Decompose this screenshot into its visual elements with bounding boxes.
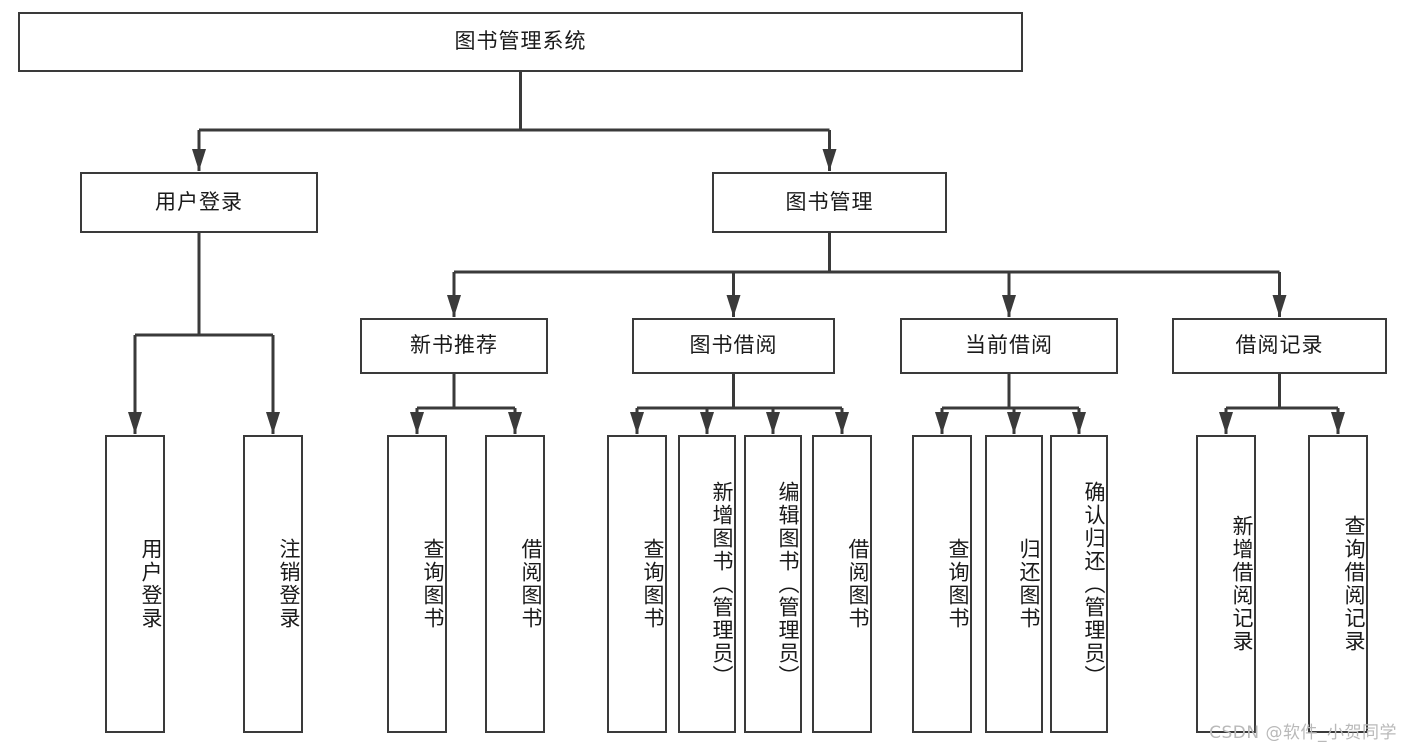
node-leaf-borrow-book[interactable]: 借阅图书 — [812, 435, 872, 733]
node-leaf-confirm-return[interactable]: 确认归还（管理员） — [1050, 435, 1108, 733]
node-leaf-user-login[interactable]: 用户登录 — [105, 435, 165, 733]
node-new-book-rec[interactable]: 新书推荐 — [360, 318, 548, 374]
node-leaf-add-book[interactable]: 新增图书（管理员） — [678, 435, 736, 733]
node-label: 查询图书 — [946, 538, 970, 630]
node-label: 确认归还（管理员） — [1082, 480, 1106, 688]
node-label: 借阅图书 — [846, 538, 870, 630]
node-label: 用户登录 — [139, 538, 163, 630]
node-leaf-borrow-book-rec[interactable]: 借阅图书 — [485, 435, 545, 733]
node-root[interactable]: 图书管理系统 — [18, 12, 1023, 72]
node-current-borrow[interactable]: 当前借阅 — [900, 318, 1118, 374]
watermark-label: CSDN @软件_小贺同学 — [1209, 723, 1397, 743]
node-leaf-query-book-rec[interactable]: 查询图书 — [387, 435, 447, 733]
node-leaf-query-record[interactable]: 查询借阅记录 — [1308, 435, 1368, 733]
node-label: 用户登录 — [155, 189, 243, 214]
node-leaf-edit-book[interactable]: 编辑图书（管理员） — [744, 435, 802, 733]
node-book-borrow[interactable]: 图书借阅 — [632, 318, 835, 374]
node-label: 注销登录 — [277, 538, 301, 630]
node-label: 图书借阅 — [689, 333, 778, 358]
node-label: 借阅记录 — [1235, 333, 1324, 358]
node-label: 编辑图书（管理员） — [776, 480, 800, 688]
node-label: 查询图书 — [641, 538, 665, 630]
node-label: 图书管理系统 — [454, 29, 587, 54]
node-user-login[interactable]: 用户登录 — [80, 172, 318, 233]
node-label: 查询图书 — [421, 538, 445, 630]
node-label: 查询借阅记录 — [1342, 515, 1366, 653]
node-borrow-record[interactable]: 借阅记录 — [1172, 318, 1387, 374]
node-book-manage[interactable]: 图书管理 — [712, 172, 947, 233]
node-leaf-add-record[interactable]: 新增借阅记录 — [1196, 435, 1256, 733]
node-label: 新书推荐 — [410, 333, 498, 358]
node-label: 归还图书 — [1017, 538, 1041, 630]
node-leaf-query-book-borrow[interactable]: 查询图书 — [607, 435, 667, 733]
node-label: 借阅图书 — [519, 538, 543, 630]
node-label: 新增借阅记录 — [1230, 515, 1254, 653]
node-label: 新增图书（管理员） — [710, 480, 734, 688]
node-label: 当前借阅 — [965, 333, 1053, 358]
node-label: 图书管理 — [785, 189, 874, 214]
node-leaf-logout[interactable]: 注销登录 — [243, 435, 303, 733]
node-leaf-return-book[interactable]: 归还图书 — [985, 435, 1043, 733]
node-leaf-query-book-current[interactable]: 查询图书 — [912, 435, 972, 733]
